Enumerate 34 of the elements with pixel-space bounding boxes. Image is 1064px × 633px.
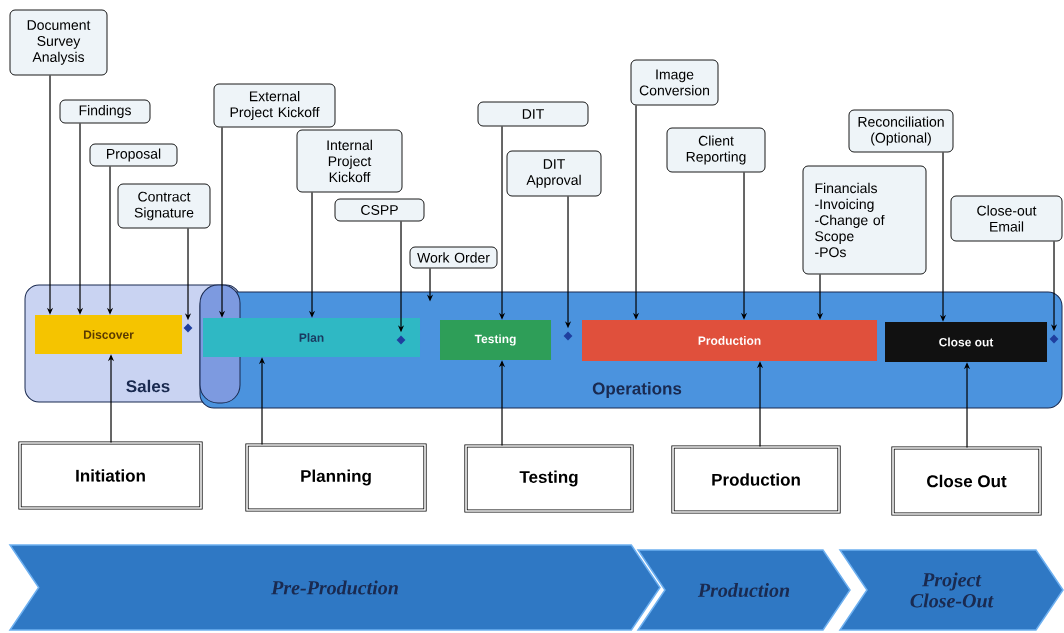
phase-box: Close Out [891,446,1042,516]
callout-box: Client Reporting [666,127,766,173]
callout-box: External Project Kickoff [213,83,336,128]
callout-box: Findings [59,99,151,124]
milestone-diamond [396,335,406,345]
callout-box: Close-out Email [950,195,1063,242]
phase-banner: Pre-Production [8,544,661,631]
phase-box: Planning [245,443,427,512]
milestone-diamond [1049,334,1059,344]
callout-box: Financials -Invoicing -Change of Scope -POs [802,165,927,275]
milestone-diamond [563,331,573,341]
node-label: Production [697,582,790,598]
stage-bar: Testing [440,320,551,360]
callout-box: Work Order [409,246,498,269]
callout-box: Reconciliation (Optional) [848,109,954,153]
stage-bar: Discover [35,315,182,354]
phase-box: Initiation [18,441,203,510]
phase-box: Production [671,445,841,514]
phase-box: Testing [464,444,634,513]
callout-box: Image Conversion [630,59,719,106]
stage-bar: Close out [885,322,1047,362]
callout-box: Document Survey Analysis [9,9,108,76]
callout-box: CSPP [334,198,425,222]
callout-box: Proposal [89,143,178,167]
milestone-diamond [183,323,193,333]
stage-bar: Production [582,320,877,361]
phase-banner: Project Close-Out [838,549,1064,631]
node-label: Pre-Production [271,580,398,595]
callout-box: DIT Approval [506,150,602,197]
stage-bar: Plan [203,318,420,357]
phase-banner: Production [636,549,851,631]
callout-box: DIT [477,101,589,127]
callout-box: Internal Project Kickoff [296,129,403,193]
callout-box: Contract Signature [117,183,211,229]
